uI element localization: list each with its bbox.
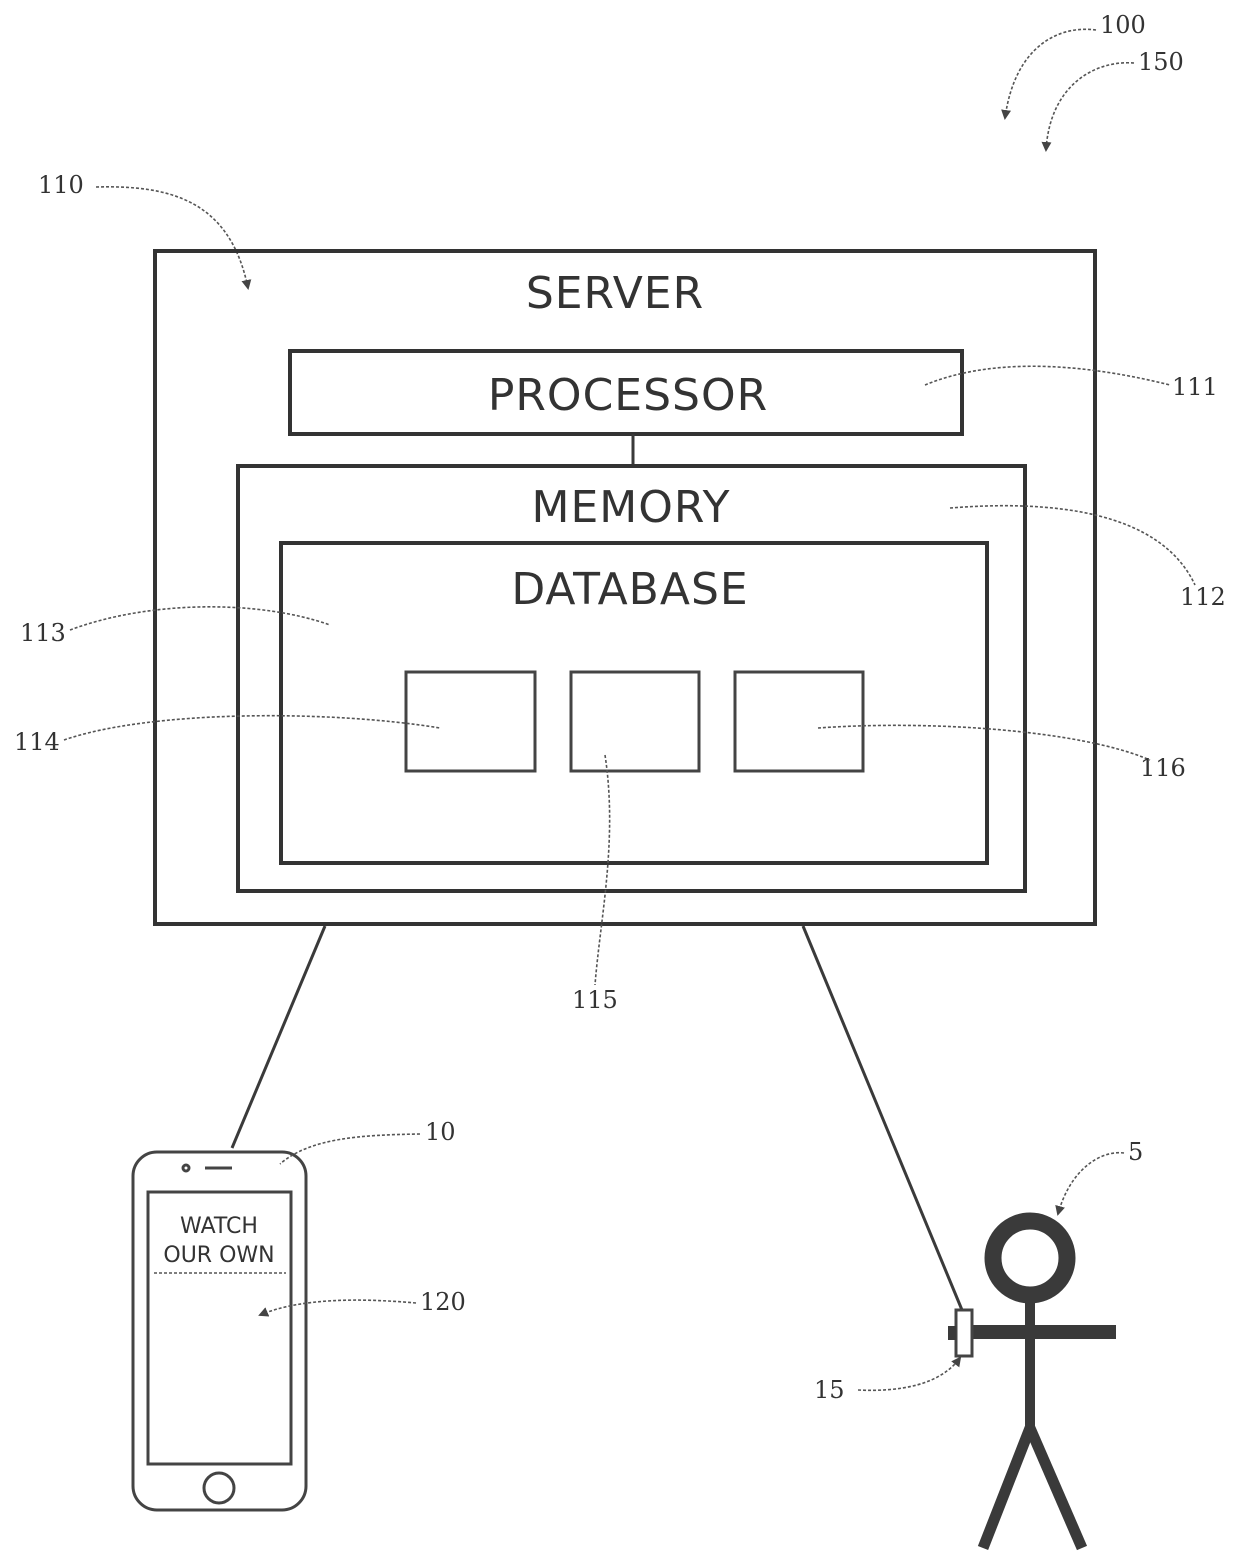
processor-label: PROCESSOR (488, 370, 768, 421)
lead-113 (70, 607, 330, 630)
ref-15: 15 (814, 1376, 845, 1404)
lead-116 (818, 725, 1150, 760)
lead-115 (595, 755, 610, 985)
ref-113: 113 (20, 619, 66, 647)
arrow-120 (260, 1300, 416, 1315)
ref-115: 115 (572, 986, 618, 1014)
wearable-strap (948, 1326, 956, 1340)
ref-10: 10 (425, 1118, 456, 1146)
ref-100: 100 (1100, 11, 1146, 39)
person-left-leg (983, 1428, 1030, 1548)
person-head (993, 1221, 1067, 1295)
wearable-device (956, 1310, 972, 1356)
ref-5: 5 (1128, 1138, 1143, 1166)
arrow-15 (858, 1358, 960, 1390)
server-title: SERVER (526, 268, 704, 319)
arrow-5 (1058, 1153, 1124, 1214)
ref-110: 110 (38, 171, 84, 199)
server-wearable-link (803, 926, 962, 1310)
record-box-116 (735, 672, 863, 771)
record-box-115 (571, 672, 699, 771)
ref-150: 150 (1138, 48, 1184, 76)
arrow-150 (1046, 63, 1134, 150)
lead-114 (64, 716, 440, 740)
server-phone-link (232, 926, 325, 1148)
phone-body (133, 1152, 306, 1510)
phone-camera-icon (183, 1165, 189, 1171)
memory-label: MEMORY (532, 482, 731, 533)
ref-111: 111 (1172, 373, 1218, 401)
database-label: DATABASE (511, 564, 748, 615)
app-title-line2: OUR OWN (163, 1243, 274, 1268)
person-right-leg (1030, 1428, 1082, 1548)
arrow-100 (1005, 29, 1096, 118)
phone-home-button-icon (204, 1473, 234, 1503)
ref-116: 116 (1140, 754, 1186, 782)
app-title-line1: WATCH (180, 1214, 258, 1239)
record-box-114 (406, 672, 535, 771)
ref-114: 114 (14, 728, 60, 756)
ref-112: 112 (1180, 583, 1226, 611)
arrow-110 (96, 187, 248, 288)
ref-120: 120 (420, 1288, 466, 1316)
